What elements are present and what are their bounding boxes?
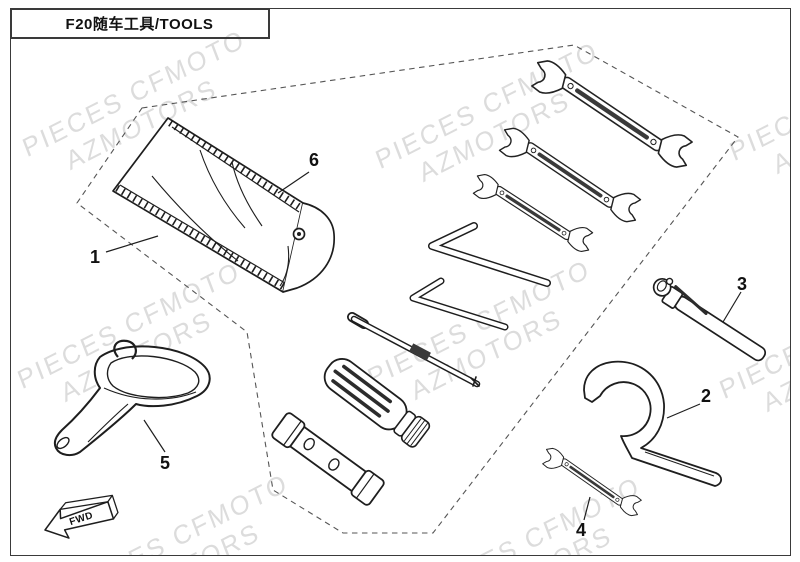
part-label-2: 2 [701,386,711,406]
hook-wrench-icon [583,360,723,487]
part-leaders [105,171,742,521]
page-title: F20随车工具/TOOLS [11,9,270,39]
fwd-arrow-icon: FWD [44,494,119,539]
spark-plug-wrench-icon [271,412,385,506]
part-label-6: 6 [309,150,319,170]
funnel-icon [53,339,211,457]
tool-bag-icon [112,117,335,293]
screwdriver-handle-icon [323,358,431,448]
tool-kit-outline [76,44,739,534]
tire-gauge-icon [652,277,767,362]
part-label-4: 4 [576,520,586,540]
part-label-5: 5 [160,453,170,473]
hex-key-large-icon [428,222,551,287]
part-label-3: 3 [737,274,747,294]
part-label-1: 1 [90,247,100,267]
hex-key-small-icon [409,277,509,331]
screwdriver-shaft-icon [347,312,481,388]
